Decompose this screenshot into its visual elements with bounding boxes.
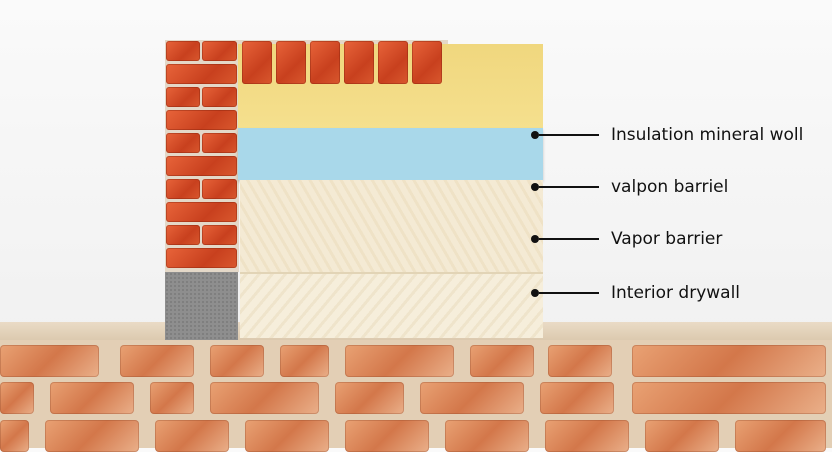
brick: [242, 41, 272, 84]
brick: [210, 345, 264, 377]
brick: [412, 41, 442, 84]
brick: [0, 420, 29, 452]
callout-label: valpon barriel: [611, 177, 729, 197]
pointer-dot: [531, 131, 539, 139]
brick: [378, 41, 408, 84]
pointer-dot: [531, 289, 539, 297]
brick: [120, 345, 194, 377]
brick: [202, 179, 237, 199]
brick: [166, 64, 237, 84]
brick: [202, 87, 237, 107]
brick: [276, 41, 306, 84]
brick: [166, 179, 200, 199]
brick: [166, 202, 237, 222]
brick: [632, 382, 826, 414]
drywall-layer: [240, 272, 543, 338]
brick: [632, 345, 826, 377]
brick: [166, 248, 237, 268]
brick: [166, 87, 200, 107]
callout-label: Interior drywall: [611, 283, 741, 303]
brick: [735, 420, 826, 452]
callout-insulation: Insulation mineral woll: [531, 125, 803, 145]
brick: [50, 382, 134, 414]
callout-vapor: Vapor barrier: [531, 229, 722, 249]
pointer-dot: [531, 183, 539, 191]
callout-drywall: Interior drywall: [531, 283, 740, 303]
brick: [45, 420, 139, 452]
callout-valpon: valpon barriel: [531, 177, 728, 197]
callout-label: Vapor barrier: [611, 229, 723, 249]
brick: [345, 345, 454, 377]
vapor-barrier-layer: [240, 180, 543, 272]
brick: [166, 225, 200, 245]
brick: [0, 382, 34, 414]
brick: [548, 345, 612, 377]
brick: [345, 420, 429, 452]
brick: [280, 345, 329, 377]
brick: [150, 382, 194, 414]
brick: [202, 225, 237, 245]
leader-line: [539, 292, 599, 294]
brick: [245, 420, 329, 452]
callout-label: Insulation mineral woll: [611, 125, 804, 145]
brick: [202, 41, 237, 61]
brick: [470, 345, 534, 377]
brick: [166, 41, 200, 61]
brick: [0, 345, 99, 377]
brick: [166, 110, 237, 130]
brick: [344, 41, 374, 84]
brick: [166, 156, 237, 176]
concrete-block: [165, 272, 238, 340]
brick: [420, 382, 524, 414]
brick: [202, 133, 237, 153]
brick: [445, 420, 529, 452]
brick: [310, 41, 340, 84]
brick: [210, 382, 319, 414]
brick: [166, 133, 200, 153]
barrier-layer: [238, 128, 543, 180]
leader-line: [539, 186, 599, 188]
brick: [335, 382, 404, 414]
pointer-dot: [531, 235, 539, 243]
brick: [645, 420, 719, 452]
brick: [545, 420, 629, 452]
brick: [155, 420, 229, 452]
brick: [540, 382, 614, 414]
leader-line: [539, 134, 599, 136]
leader-line: [539, 238, 599, 240]
